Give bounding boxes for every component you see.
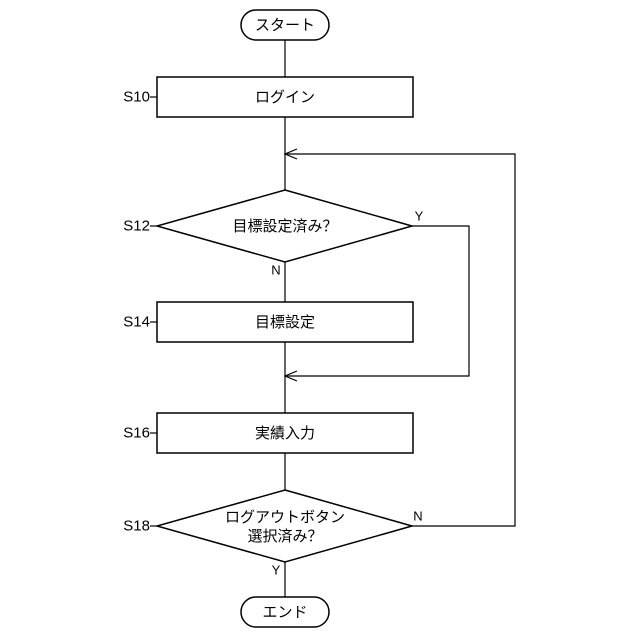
step-s18-decision: S18 ログアウトボタン 選択済み？ N Y <box>123 490 422 578</box>
step-s12-no-label: N <box>271 263 280 278</box>
step-id-s16: S16 <box>123 425 150 442</box>
step-s14-label: 目標設定 <box>255 313 315 331</box>
step-s18-yes-label: Y <box>272 563 281 578</box>
step-id-s10: S10 <box>123 89 150 106</box>
start-label: スタート <box>255 16 315 34</box>
step-id-s18: S18 <box>123 518 150 535</box>
step-s16-process: S16 実績入力 <box>123 413 413 453</box>
step-s10-label: ログイン <box>255 88 315 106</box>
end-terminal: エンド <box>241 597 329 627</box>
step-id-s14: S14 <box>123 314 150 331</box>
step-s12-label: 目標設定済み？ <box>232 217 337 235</box>
step-s12-decision: S12 目標設定済み？ Y N <box>123 190 423 278</box>
step-s16-label: 実績入力 <box>255 424 315 442</box>
step-s12-yes-label: Y <box>415 209 424 224</box>
end-label: エンド <box>262 603 307 621</box>
step-s14-process: S14 目標設定 <box>123 302 413 342</box>
start-terminal: スタート <box>241 10 329 40</box>
step-s18-label-line1: ログアウトボタン <box>225 508 345 526</box>
step-s10-process: S10 ログイン <box>123 77 413 117</box>
step-s18-label-line2: 選択済み？ <box>247 527 322 545</box>
step-s18-no-label: N <box>413 509 422 524</box>
step-id-s12: S12 <box>123 218 150 235</box>
